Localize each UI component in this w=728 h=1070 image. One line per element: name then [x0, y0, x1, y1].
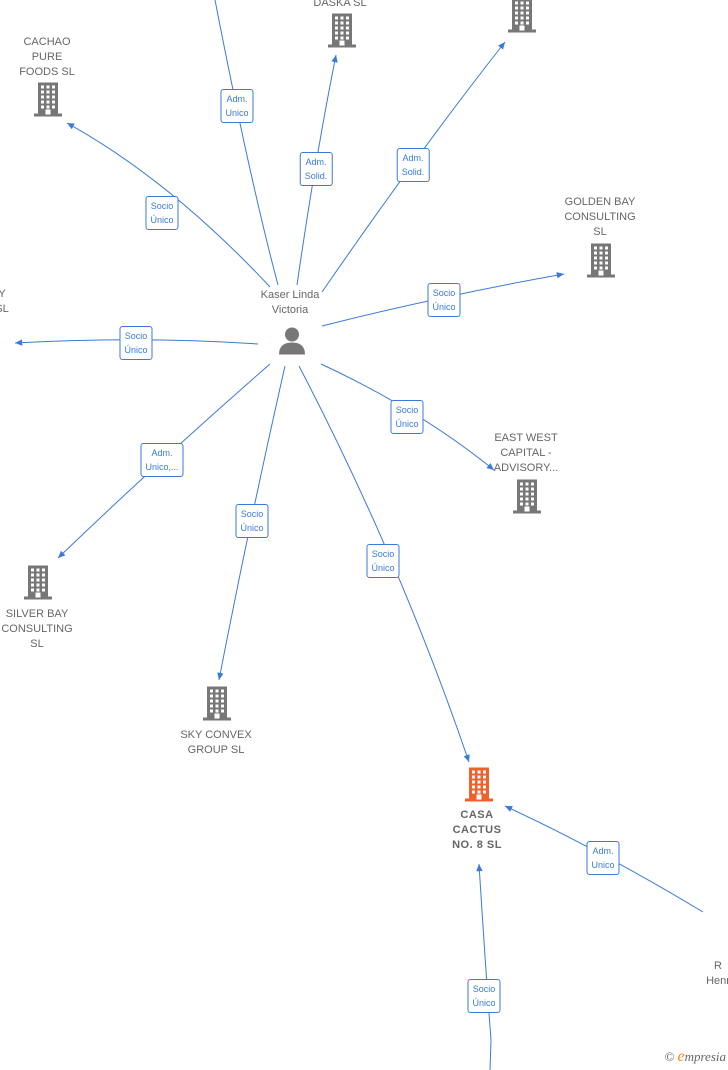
building-icon[interactable] [34, 82, 62, 122]
edge-label-to-top-left[interactable]: Adm. Unico [220, 89, 254, 123]
edge-label-line: Socio [371, 549, 395, 559]
company-label-daska[interactable]: DASKA SL [313, 0, 366, 11]
company-label-line: CASA [460, 809, 494, 821]
company-label-left-cut[interactable]: Y SL [0, 287, 9, 317]
company-label-line: CACTUS [452, 824, 502, 836]
edge-label-line: Solid. [304, 171, 328, 181]
person-icon[interactable] [277, 326, 307, 361]
edge-label-line: Adm. [592, 846, 614, 856]
company-label-line: EAST WEST [494, 432, 558, 444]
edge-label-line: Socio [124, 331, 148, 341]
company-label-line: SL [593, 226, 607, 238]
company-label-line: R [714, 960, 722, 972]
company-label-line: SL [30, 638, 44, 650]
building-icon[interactable] [508, 0, 536, 38]
edge-label-line: Unico [591, 860, 615, 870]
company-label-right-cut[interactable]: R Henr [706, 959, 728, 989]
edge-label-line: Socio [432, 288, 456, 298]
company-label-line: CAPITAL - [500, 447, 552, 459]
building-icon[interactable] [465, 767, 493, 807]
edge-label-to-top-right[interactable]: Adm. Solid. [396, 148, 430, 182]
building-icon[interactable] [587, 243, 615, 283]
edge-label-line: Socio [472, 984, 496, 994]
edge-label-line: Único [395, 419, 419, 429]
company-label-cachao[interactable]: CACHAO PURE FOODS SL [19, 35, 75, 80]
edge-label-line: Único [371, 563, 395, 573]
building-icon[interactable] [24, 565, 52, 605]
edge-label-line: Único [150, 215, 174, 225]
edge-label-line: Único [432, 302, 456, 312]
building-icon[interactable] [513, 479, 541, 519]
company-label-east-west[interactable]: EAST WEST CAPITAL - ADVISORY... [494, 431, 558, 476]
company-label-line: CONSULTING [1, 623, 73, 635]
company-label-line: PURE [31, 51, 63, 63]
edge-label-to-silver-bay[interactable]: Adm. Unico,... [140, 443, 184, 477]
edge-line-to-cachao [66, 122, 271, 288]
edge-label-line: Socio [240, 509, 264, 519]
company-label-line: Y [0, 288, 6, 300]
company-label-line: DASKA SL [313, 0, 367, 9]
empresia-watermark: © empresia [664, 1048, 726, 1065]
edge-label-line: Socio [395, 405, 419, 415]
building-icon[interactable] [203, 686, 231, 726]
company-label-line: ADVISORY... [493, 462, 559, 474]
edge-label-line: Adm. [226, 94, 248, 104]
building-icon[interactable] [328, 13, 356, 53]
edge-label-line: Solid. [401, 167, 425, 177]
edge-label-line: Único [240, 523, 264, 533]
company-label-line: Henr [706, 975, 728, 987]
company-label-line: GOLDEN BAY [564, 196, 636, 208]
edge-label-line: Unico [225, 108, 249, 118]
edge-label-right-to-casa[interactable]: Adm. Unico [586, 841, 620, 875]
edge-line-to-top-left [214, 0, 279, 286]
company-label-line: SL [0, 303, 9, 315]
company-label-line: GROUP SL [187, 744, 245, 756]
company-label-sky-convex[interactable]: SKY CONVEX GROUP SL [180, 728, 251, 758]
edge-label-to-daska[interactable]: Adm. Solid. [299, 152, 333, 186]
edge-label-line: Adm. [151, 448, 173, 458]
company-label-line: SKY CONVEX [180, 729, 252, 741]
edge-label-line: Unico,... [145, 462, 179, 472]
company-label-line: CACHAO [23, 36, 71, 48]
edge-label-line: Adm. [402, 153, 424, 163]
company-label-silver-bay[interactable]: SILVER BAY CONSULTING SL [1, 607, 72, 652]
edge-line-bottom-to-casa [476, 863, 492, 1070]
company-label-golden-bay[interactable]: GOLDEN BAY CONSULTING SL [564, 195, 635, 240]
edge-label-line: Único [124, 345, 148, 355]
company-label-line: SILVER BAY [5, 608, 69, 620]
company-label-line: FOODS SL [19, 66, 75, 78]
edge-label-line: Socio [150, 201, 174, 211]
company-label-casa-cactus[interactable]: CASA CACTUS NO. 8 SL [452, 808, 502, 853]
edge-label-line: Adm. [305, 157, 327, 167]
company-label-line: CONSULTING [564, 211, 636, 223]
company-label-line: NO. 8 SL [452, 839, 502, 851]
edge-label-line: Único [472, 998, 496, 1008]
person-label-line: Victoria [271, 304, 309, 316]
person-label-line: Kaser Linda [260, 289, 320, 301]
